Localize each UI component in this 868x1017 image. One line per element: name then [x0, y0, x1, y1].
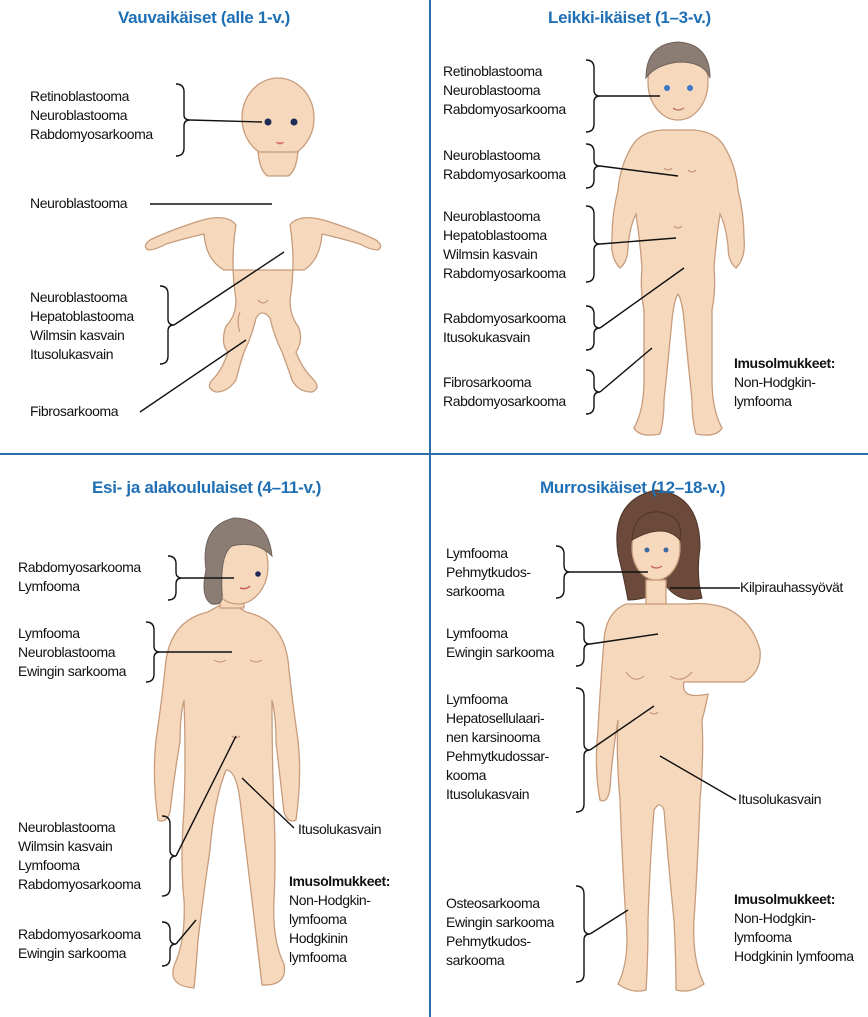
- label-group: Itusolukasvain: [738, 790, 821, 809]
- lymph-node-note: Imusolmukkeet: Non-Hodgkin- lymfooma Hod…: [734, 890, 854, 966]
- tumor-label: Kilpirauhassyövät: [740, 578, 843, 597]
- tumor-label: Neuroblastooma: [443, 207, 566, 226]
- tumor-label: Rabdomyosarkooma: [443, 309, 566, 328]
- lymph-node-note: Imusolmukkeet: Non-Hodgkin- lymfooma: [734, 354, 835, 411]
- tumor-label: Neuroblastooma: [30, 288, 134, 307]
- tumor-label: Neuroblastooma: [443, 81, 566, 100]
- tumor-label: Lymfooma: [446, 544, 531, 563]
- lymph-node-heading: Imusolmukkeet:: [289, 872, 390, 891]
- label-group: Retinoblastooma Neuroblastooma Rabdomyos…: [443, 62, 566, 119]
- label-group: Fibrosarkooma: [30, 402, 118, 421]
- lymph-label: Hodgkinin: [289, 929, 390, 948]
- lymph-label: lymfooma: [289, 948, 390, 967]
- label-group: Osteosarkooma Ewingin sarkooma Pehmytkud…: [446, 894, 554, 970]
- tumor-label: Osteosarkooma: [446, 894, 554, 913]
- tumor-label: Itusolukasvain: [446, 785, 549, 804]
- label-group: Itusolukasvain: [298, 820, 381, 839]
- label-group: Neuroblastooma Hepatoblastooma Wilmsin k…: [30, 288, 134, 364]
- label-group: Lymfooma Hepatosellulaari- nen karsinoom…: [446, 690, 549, 804]
- tumor-label: Lymfooma: [446, 690, 549, 709]
- tumor-label: Hepatoblastooma: [443, 226, 566, 245]
- tumor-label: Wilmsin kasvain: [18, 837, 141, 856]
- tumor-label: Neuroblastooma: [18, 818, 141, 837]
- label-group: Neuroblastooma Hepatoblastooma Wilmsin k…: [443, 207, 566, 283]
- tumor-label: Ewingin sarkooma: [446, 643, 554, 662]
- label-group: Lymfooma Neuroblastooma Ewingin sarkooma: [18, 624, 126, 681]
- tumor-label: Rabdomyosarkooma: [18, 875, 141, 894]
- tumor-label: Rabdomyosarkooma: [18, 925, 141, 944]
- infant-figure: [145, 78, 380, 392]
- label-group: Rabdomyosarkooma Ewingin sarkooma: [18, 925, 141, 963]
- tumor-label: Itusolukasvain: [738, 790, 821, 809]
- tumor-label: Rabdomyosarkooma: [443, 392, 566, 411]
- label-group: Neuroblastooma Rabdomyosarkooma: [443, 146, 566, 184]
- label-group: Retinoblastooma Neuroblastooma Rabdomyos…: [30, 87, 153, 144]
- panel-title-schoolage: Esi- ja alakoululaiset (4–11-v.): [92, 478, 321, 498]
- tumor-label: Retinoblastooma: [30, 87, 153, 106]
- tumor-label: Ewingin sarkooma: [446, 913, 554, 932]
- tumor-label: sarkooma: [446, 582, 531, 601]
- tumor-label: Itusolukasvain: [298, 820, 381, 839]
- tumor-label: Itusolukasvain: [30, 345, 134, 364]
- lymph-node-heading: Imusolmukkeet:: [734, 890, 854, 909]
- toddler-figure: [612, 42, 745, 435]
- tumor-label: Ewingin sarkooma: [18, 944, 141, 963]
- tumor-label: Lymfooma: [18, 624, 126, 643]
- tumor-label: Rabdomyosarkooma: [443, 165, 566, 184]
- lymph-label: Non-Hodgkin-: [734, 909, 854, 928]
- tumor-label: Ewingin sarkooma: [18, 662, 126, 681]
- tumor-label: Neuroblastooma: [18, 643, 126, 662]
- lymph-label: lymfooma: [289, 910, 390, 929]
- tumor-label: Lymfooma: [18, 577, 141, 596]
- tumor-label: Itusokukasvain: [443, 328, 566, 347]
- tumor-label: Pehmytkudossar-: [446, 747, 549, 766]
- tumor-label: Hepatoblastooma: [30, 307, 134, 326]
- tumor-label: Neuroblastooma: [30, 194, 127, 213]
- label-group: Neuroblastooma: [30, 194, 127, 213]
- tumor-label: Neuroblastooma: [443, 146, 566, 165]
- panel-title-infants: Vauvaikäiset (alle 1-v.): [118, 8, 290, 28]
- tumor-label: Lymfooma: [446, 624, 554, 643]
- tumor-label: Pehmytkudos-: [446, 563, 531, 582]
- lymph-label: Non-Hodgkin-: [734, 373, 835, 392]
- tumor-label: sarkooma: [446, 951, 554, 970]
- tumor-label: Lymfooma: [18, 856, 141, 875]
- tumor-label: Retinoblastooma: [443, 62, 566, 81]
- tumor-label: kooma: [446, 766, 549, 785]
- lymph-label: Hodgkinin lymfooma: [734, 947, 854, 966]
- label-group: Fibrosarkooma Rabdomyosarkooma: [443, 373, 566, 411]
- tumor-label: Fibrosarkooma: [443, 373, 566, 392]
- label-group: Lymfooma Ewingin sarkooma: [446, 624, 554, 662]
- panel-title-teens: Murrosikäiset (12–18-v.): [540, 478, 725, 498]
- tumor-label: Hepatosellulaari-: [446, 709, 549, 728]
- tumor-label: Pehmytkudos-: [446, 932, 554, 951]
- panel-title-toddlers: Leikki-ikäiset (1–3-v.): [548, 8, 711, 28]
- label-group: Lymfooma Pehmytkudos- sarkooma: [446, 544, 531, 601]
- tumor-label: Rabdomyosarkooma: [30, 125, 153, 144]
- tumor-label: Wilmsin kasvain: [443, 245, 566, 264]
- tumor-label: Neuroblastooma: [30, 106, 153, 125]
- lymph-label: lymfooma: [734, 392, 835, 411]
- label-group: Neuroblastooma Wilmsin kasvain Lymfooma …: [18, 818, 141, 894]
- lymph-node-note: Imusolmukkeet: Non-Hodgkin- lymfooma Hod…: [289, 872, 390, 967]
- tumor-label: Wilmsin kasvain: [30, 326, 134, 345]
- lymph-label: lymfooma: [734, 928, 854, 947]
- lymph-node-heading: Imusolmukkeet:: [734, 354, 835, 373]
- lymph-label: Non-Hodgkin-: [289, 891, 390, 910]
- tumor-label: nen karsinooma: [446, 728, 549, 747]
- tumor-label: Rabdomyosarkooma: [18, 558, 141, 577]
- tumor-label: Rabdomyosarkooma: [443, 100, 566, 119]
- tumor-label: Fibrosarkooma: [30, 402, 118, 421]
- tumor-label: Rabdomyosarkooma: [443, 264, 566, 283]
- label-group: Kilpirauhassyövät: [740, 578, 843, 597]
- label-group: Rabdomyosarkooma Itusokukasvain: [443, 309, 566, 347]
- label-group: Rabdomyosarkooma Lymfooma: [18, 558, 141, 596]
